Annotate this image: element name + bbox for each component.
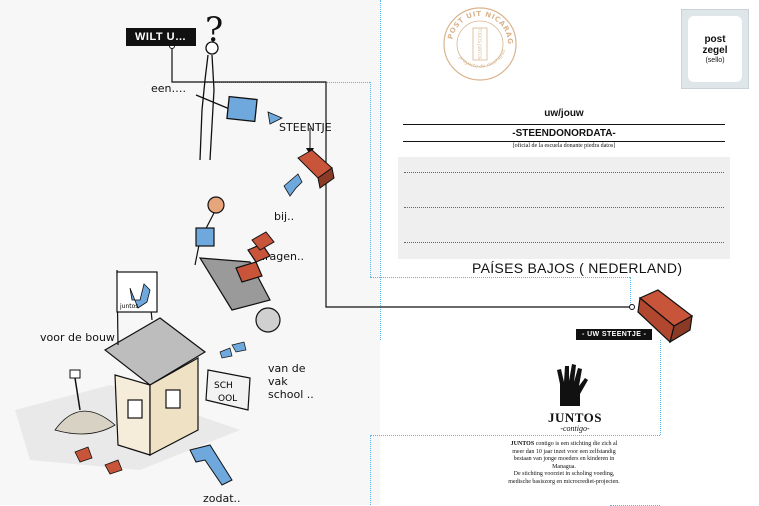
een-label: een….	[151, 82, 187, 95]
worker-wheelbarrow-icon	[194, 196, 281, 333]
stamp-line-3: (sello)	[705, 56, 725, 64]
brick-icon	[74, 446, 93, 463]
divider	[403, 141, 725, 142]
dotted-divider	[380, 0, 381, 340]
arrow-icon	[219, 347, 233, 359]
stamp-line-1: post	[704, 33, 726, 45]
arrow-icon	[189, 444, 233, 486]
bij-label: bij..	[274, 210, 295, 223]
dotted-path	[370, 435, 371, 505]
brand-tagline: -contigo-	[560, 424, 590, 433]
dragen-label: dragen..	[258, 250, 304, 263]
wilt-u-label: WILT U…	[126, 28, 196, 46]
stamp-placeholder: post zegel (sello)	[681, 9, 749, 89]
brick-icon	[104, 459, 123, 475]
school-sign-text-1: SCH	[214, 381, 233, 391]
dotted-path	[370, 82, 371, 277]
brick-icon	[297, 149, 335, 189]
steentje-label: STEENTJE	[279, 121, 332, 134]
dotted-path	[370, 277, 630, 278]
address-line-3[interactable]	[404, 242, 724, 243]
dotted-path	[370, 435, 660, 436]
postmark-icon: POST UIT NICARAGUA proyecto de nicaragua…	[440, 4, 517, 81]
shovel-icon	[54, 369, 116, 435]
voor-de-bouw-label: voor de bouw	[40, 331, 115, 344]
illustration-drawing: juntos SCH OOL	[15, 41, 335, 486]
address-form	[398, 157, 730, 259]
zodat-label: zodat..	[203, 492, 241, 505]
flag-hand-icon	[129, 283, 151, 309]
address-title: -STEENDONORDATA-	[512, 128, 616, 139]
description-brand: JUNTOS	[510, 441, 535, 447]
uw-steentje-badge: - UW STEENTJE -	[576, 329, 653, 340]
country-label: PAÍSES BAJOS ( NEDERLAND)	[472, 260, 683, 276]
description-body: contigo is een stichting die zich al mee…	[512, 441, 618, 470]
address-subtitle: [oficial de la escuela donante piedra da…	[512, 143, 616, 149]
dotted-path	[630, 277, 631, 305]
brick-icon	[251, 231, 275, 251]
school-house-icon	[103, 269, 207, 456]
description-body-2: De stichting voorziet in scholing voedin…	[508, 471, 620, 485]
school-sign-icon: SCH OOL	[205, 369, 251, 411]
van-de-vakschool-label: van de vak school ..	[268, 362, 314, 401]
question-mark: ?	[205, 10, 224, 50]
stamp-line-2: zegel	[702, 44, 728, 56]
school-sign-text-2: OOL	[218, 394, 237, 404]
flag-text: juntos	[119, 303, 138, 310]
arrow-icon	[267, 111, 283, 125]
raised-hand-icon	[557, 364, 588, 406]
postmark-inner-text: TODOS JUNTOS	[477, 28, 482, 60]
address-line-2[interactable]	[404, 207, 724, 208]
divider	[403, 124, 725, 125]
brick-icon	[637, 289, 694, 344]
brand-name: JUNTOS	[547, 410, 603, 425]
address-heading: uw/jouw	[544, 108, 584, 119]
arrow-icon	[231, 341, 247, 353]
dotted-path	[660, 340, 661, 435]
description-text: JUNTOS contigo is een stichting die zich…	[508, 441, 620, 486]
address-line-1[interactable]	[404, 172, 724, 173]
arrow-icon	[283, 173, 303, 197]
brand-block: JUNTOS -contigo-	[540, 410, 610, 433]
person-icon	[195, 41, 258, 161]
